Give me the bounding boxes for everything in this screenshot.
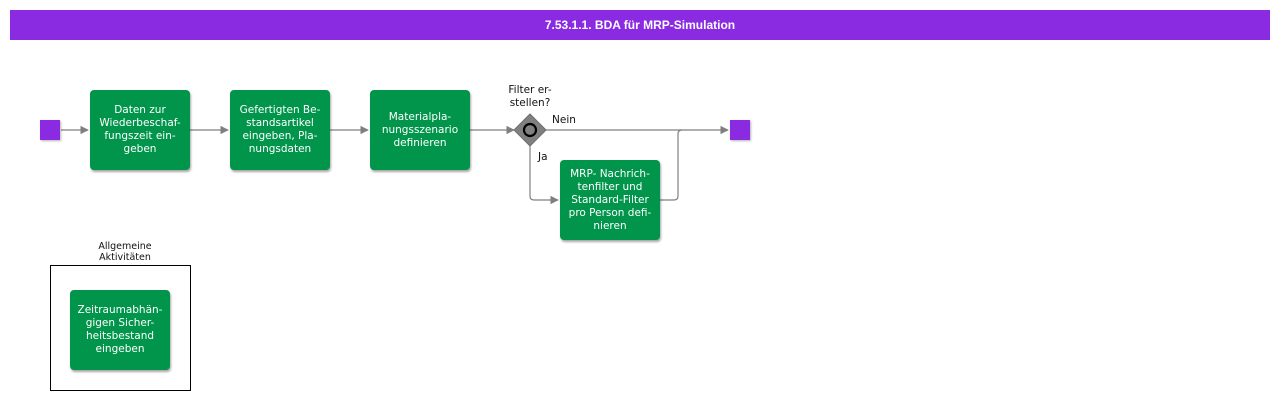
gateway-label: Filter er- stellen? (508, 84, 552, 109)
task-gefertigte-bestandsartikel[interactable]: Gefertigten Be- standsartikel eingeben, … (230, 90, 330, 170)
task-materialplanungsszenario[interactable]: Materialpla- nungsszenario definieren (370, 90, 470, 170)
edge-mrp-to-merge (660, 129, 683, 201)
edge-gateway-ja-to-mrp (529, 146, 559, 205)
group-title: Allgemeine Aktivitäten (98, 241, 152, 263)
exclusive-gateway (513, 113, 547, 147)
page-title: 7.53.1.1. BDA für MRP-Simulation (544, 18, 736, 32)
edge-label-ja: Ja (538, 151, 548, 163)
end-event (730, 120, 750, 140)
task-zeitraumabhaengiger-sicherheitsbestand[interactable]: Zeitraumabhän- gigen Sicher- heitsbestan… (70, 290, 170, 370)
task-label: MRP- Nachrich- tenfilter und Standard-Fi… (568, 167, 652, 232)
edge-label-nein: Nein (552, 114, 576, 126)
start-event (40, 120, 60, 140)
page-title-bar: 7.53.1.1. BDA für MRP-Simulation (10, 10, 1270, 40)
task-mrp-nachrichtenfilter[interactable]: MRP- Nachrich- tenfilter und Standard-Fi… (560, 160, 660, 240)
task-label: Daten zur Wiederbeschaf- fungszeit ein- … (99, 104, 181, 155)
task-daten-wiederbeschaffungszeit[interactable]: Daten zur Wiederbeschaf- fungszeit ein- … (90, 90, 190, 170)
task-label: Gefertigten Be- standsartikel eingeben, … (239, 104, 321, 155)
task-label: Zeitraumabhän- gigen Sicher- heitsbestan… (77, 304, 163, 355)
gateway-ring-icon (522, 122, 538, 138)
task-label: Materialpla- nungsszenario definieren (381, 110, 459, 149)
